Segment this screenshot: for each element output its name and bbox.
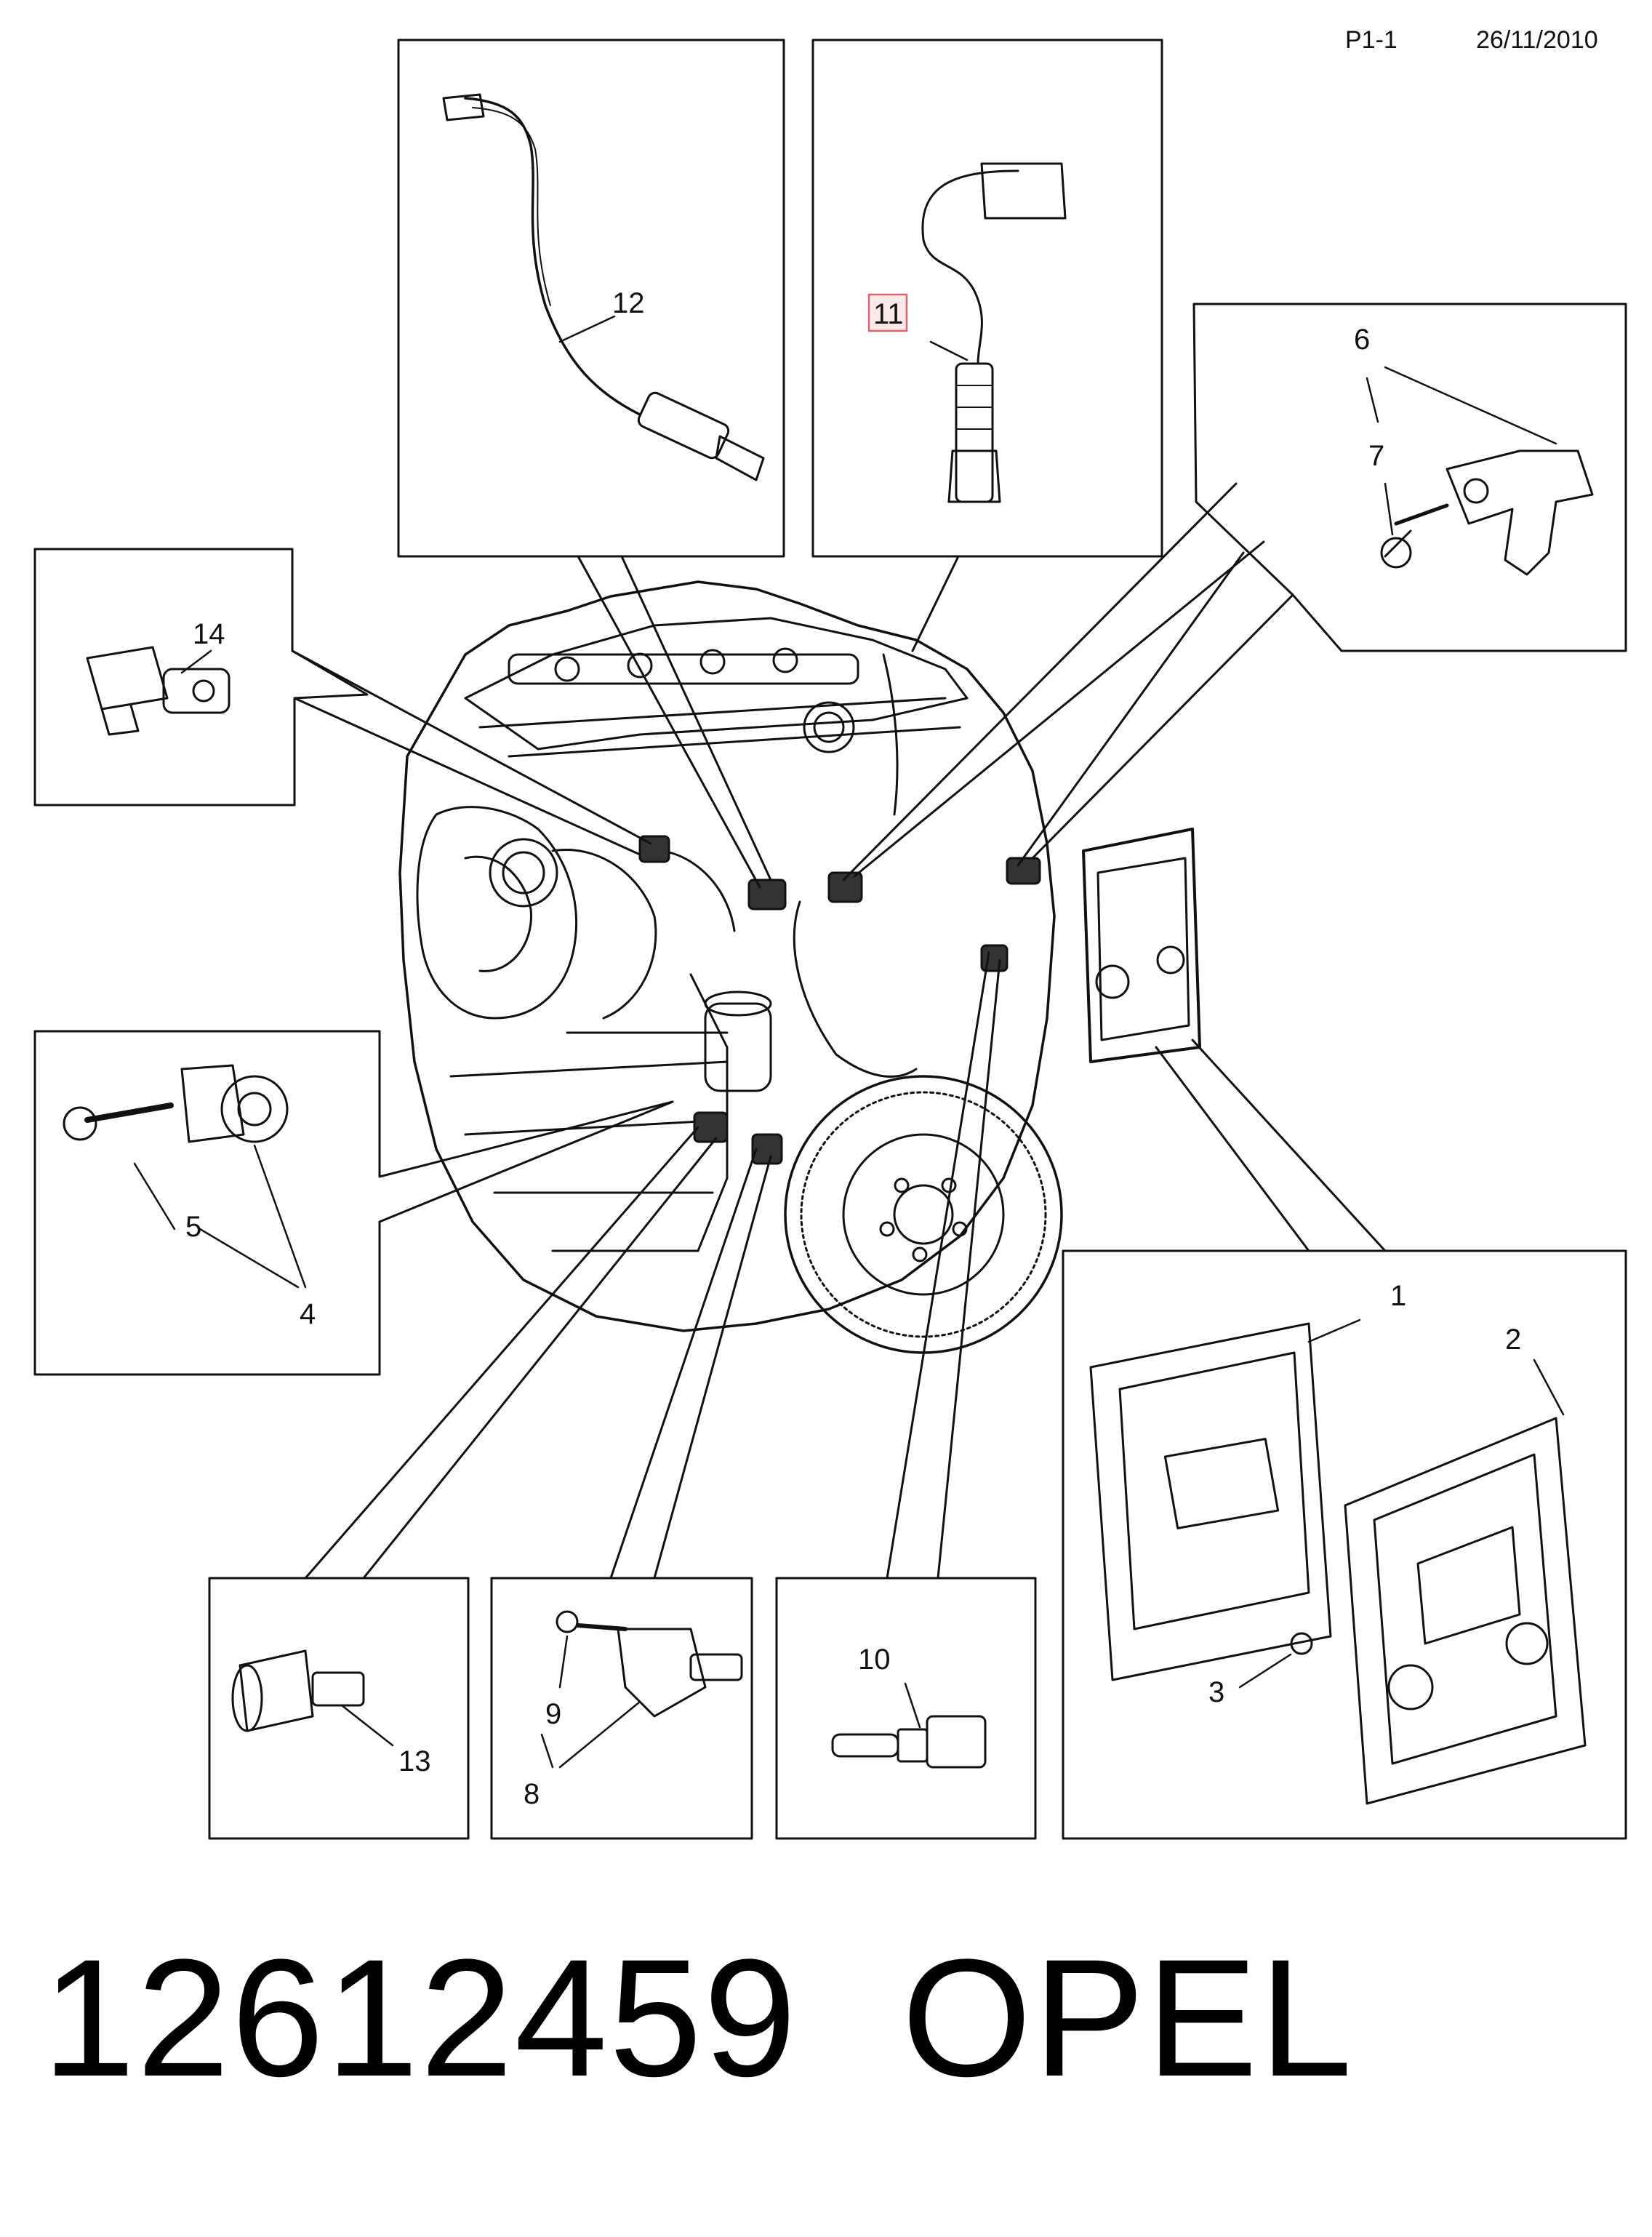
callout-8: 8 [524,1778,540,1810]
callout-2: 2 [1505,1324,1521,1356]
washer-drawing [1290,1632,1313,1655]
callout-13: 13 [398,1745,431,1777]
engine-illustration [398,580,1201,1354]
leader-13 [340,1704,394,1747]
callout-5: 5 [185,1211,201,1243]
panel-rear-oxygen-sensor [397,39,785,558]
leader-12 [558,315,616,343]
callout-12: 12 [612,287,645,319]
panel-front-oxygen-sensor [811,39,1163,558]
coolant-temperature-sensor-drawing [831,1715,987,1769]
part-number: 12612459 [42,1924,798,2111]
diagram-date: 26/11/2010 [1476,26,1598,54]
leader-14 [180,649,212,674]
callout-6: 6 [1354,324,1370,356]
leader-4 [253,1144,307,1289]
leader-1 [1307,1318,1361,1343]
page-reference: P1-1 [1345,26,1398,54]
exploded-parts-diagram: 1 2 3 4 5 6 7 8 9 10 11 12 13 14 [33,39,1627,1840]
leader-5b [133,1162,176,1230]
panel-coolant-temperature-sensor [775,1577,1037,1840]
leader-6b [1366,377,1379,423]
panel-engine-control-module [1062,1249,1627,1840]
leader-11 [929,340,969,361]
knock-sensor-drawing [63,1064,289,1143]
callout-11-highlight [867,293,908,332]
leader-10 [904,1682,921,1729]
callout-7: 7 [1368,440,1384,472]
ecu-drawing [1089,1322,1332,1681]
crankshaft-sensor-drawing [556,1610,743,1718]
callout-9: 9 [545,1698,561,1730]
leader-8a [540,1733,554,1769]
leader-7 [1384,482,1394,536]
front-oxygen-sensor-drawing [921,162,1067,503]
brand-name: OPEL [902,1924,1354,2111]
rear-oxygen-sensor-drawing [442,93,765,481]
panel-crankshaft-sensor [490,1577,753,1840]
pointer-lines [291,482,1387,1580]
panel-oil-pressure-switch [208,1577,470,1840]
leader-6a [1384,366,1557,445]
leader-5 [199,1228,300,1289]
panel-map-sensor [33,548,369,807]
oil-pressure-switch-drawing [231,1649,365,1732]
map-sensor-drawing [86,646,230,736]
callout-14: 14 [193,618,225,650]
leader-8b [558,1700,641,1769]
leader-9 [558,1635,569,1689]
camshaft-sensor-drawing [1380,449,1594,576]
callout-4: 4 [300,1298,316,1330]
callout-10: 10 [858,1644,891,1676]
callout-11: 11 [873,298,904,330]
callout-1: 1 [1390,1280,1406,1312]
leader-3 [1238,1653,1292,1689]
panel-knock-sensor [33,1030,674,1376]
leader-2 [1533,1358,1565,1416]
panel-camshaft-sensor [1192,303,1627,652]
ecu-bracket-drawing [1344,1417,1587,1805]
callout-3: 3 [1208,1676,1224,1708]
